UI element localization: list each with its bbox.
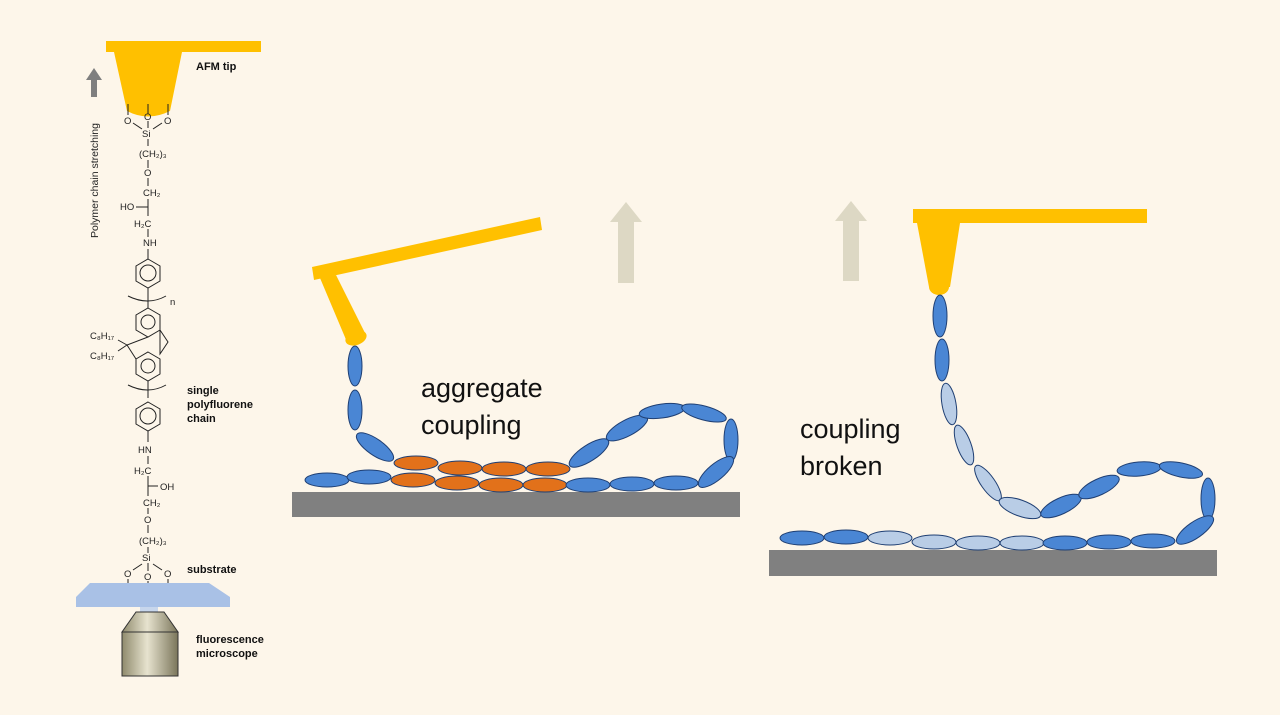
segment [1116,461,1162,477]
segment [609,476,655,492]
afm-tip-top [106,41,261,117]
chem-o-2: O [144,112,151,123]
chem-ch2-bottom: CH₂ [143,498,161,509]
chem-ch2-3-bottom: (CH₂)₃ [139,536,167,547]
chem-ho: HO [120,202,134,213]
stretch-arrow [86,68,102,97]
chain-middle [304,345,739,493]
chem-ch2-top: CH₂ [143,188,161,199]
segment [304,472,350,488]
segment [568,438,610,468]
segment [653,475,699,491]
segment [955,535,1001,551]
single-chain-label-3: chain [187,413,216,425]
microscope-label-2: microscope [196,648,258,660]
single-chain-label-1: single [187,385,219,397]
pull-arrow-right [835,201,867,281]
chain-right [779,294,1216,551]
segment [1200,477,1216,521]
segment [911,534,957,550]
top-siloxane [127,104,169,259]
segment [481,461,527,477]
chem-o-4: O [144,168,151,179]
segment [638,402,686,420]
segment [779,530,825,546]
segment [953,424,975,466]
left-panel: AFM tip Polymer chain stretching O O O S… [76,41,264,677]
segment [999,535,1045,551]
middle-panel: aggregate coupling [292,202,740,517]
chem-o-6: O [124,569,131,580]
segment [681,403,727,423]
segment [347,389,363,431]
afm-tip-right [913,209,1147,295]
segment [1130,533,1176,549]
segment [347,345,363,387]
chem-o-7: O [144,572,151,583]
chem-si-top: Si [142,129,150,140]
chem-si-bottom: Si [142,553,150,564]
segment [355,432,395,462]
segment [1086,534,1132,550]
chem-nh: NH [143,238,157,249]
segment [346,469,392,485]
segment [934,338,950,382]
segment [940,382,958,426]
chem-o-3: O [164,116,171,127]
chem-n: n [170,297,175,308]
fluorene-unit [117,298,169,398]
afm-tip-middle [312,217,542,346]
segment [974,464,1002,502]
chem-hn: HN [138,445,152,456]
chem-o-5: O [144,515,151,526]
chem-ch2-3-top: (CH₂)₃ [139,149,167,160]
chem-o-1: O [124,116,131,127]
segment [1078,474,1120,500]
substrate-bar-right [769,550,1217,576]
segment [437,460,483,476]
stretch-label: Polymer chain stretching [89,123,101,238]
repeat-bracket-bottom [127,384,167,391]
segment [823,529,869,545]
segment [1158,461,1204,479]
chem-c8h17-2: C₈H₁₇ [90,351,114,362]
right-panel: coupling broken [769,201,1217,576]
benzene-ring-1 [135,258,161,298]
afm-tip-label: AFM tip [196,61,237,73]
segment [723,418,739,462]
repeat-bracket-top [127,295,167,302]
segment [1042,535,1088,551]
chem-o-8: O [164,569,171,580]
broken-label-1: coupling [800,414,901,444]
segment [522,477,568,493]
segment [932,294,948,338]
segment [998,496,1042,520]
substrate-bar-middle [292,492,740,517]
chem-oh: OH [160,482,174,493]
microscope-objective [121,611,179,677]
broken-label-2: broken [800,451,883,481]
segment [525,461,571,477]
segment [390,472,436,488]
segment [697,456,735,488]
chem-c8h17-1: C₈H₁₇ [90,331,114,342]
segment [867,530,913,546]
glass-substrate [76,583,230,613]
segment [478,477,524,493]
segment [1175,515,1215,545]
segment [434,475,480,491]
aggregate-label-1: aggregate [421,373,543,403]
segment [1040,493,1082,519]
aggregate-label-2: coupling [421,410,522,440]
microscope-label-1: fluorescence [196,634,264,646]
segment [565,477,611,493]
segment [393,455,439,471]
single-chain-label-2: polyfluorene [187,399,253,411]
chem-h2c-bottom: H₂C [134,466,152,477]
pull-arrow-middle [610,202,642,283]
substrate-label: substrate [187,564,237,576]
chem-h2c-top: H₂C [134,219,152,230]
